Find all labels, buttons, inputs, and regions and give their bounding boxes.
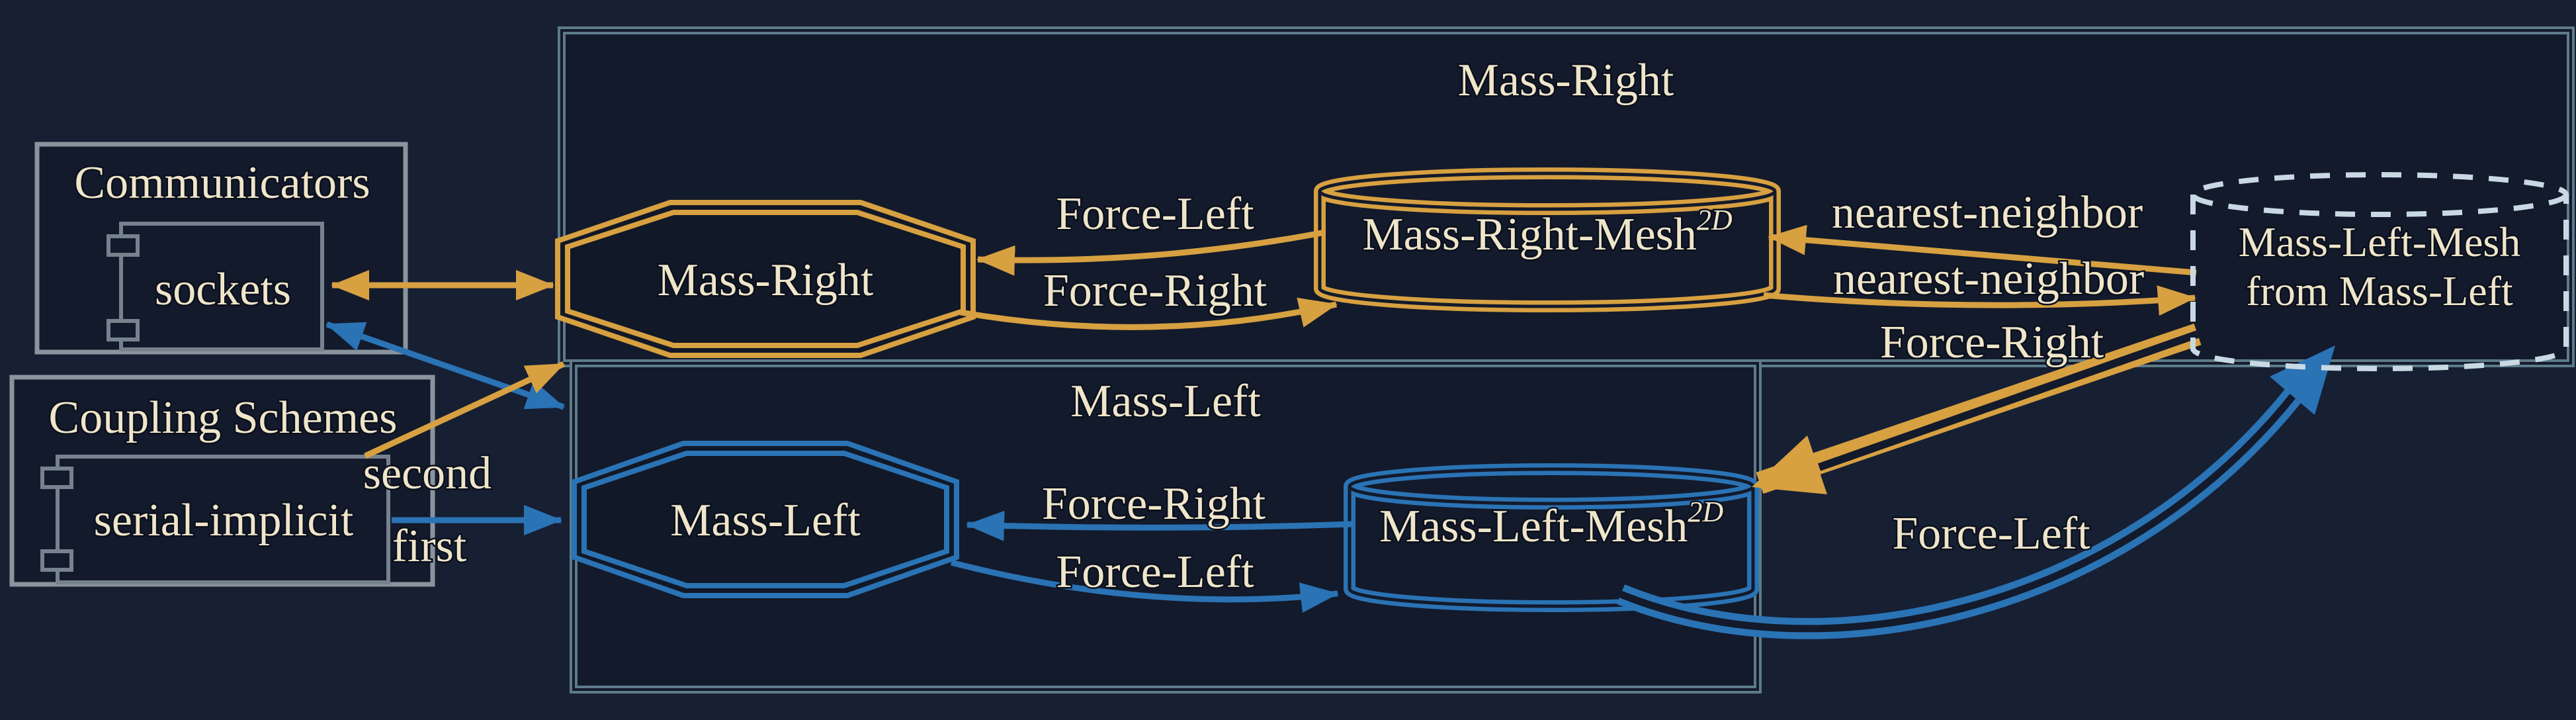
sockets-port-top-icon	[107, 234, 140, 257]
serial-implicit-port-top-icon	[40, 467, 73, 489]
force-right-bottom-label: Force-Right	[1042, 478, 1266, 529]
mass-right-mesh-dimension: 2D	[1697, 204, 1733, 236]
mass-left-mesh-dimension: 2D	[1688, 496, 1723, 528]
received-mesh-cylinder	[2190, 172, 2569, 371]
sockets-port-bottom-icon	[107, 319, 140, 341]
sockets-component-box	[119, 222, 324, 351]
force-right-write-arrow-top	[960, 297, 1338, 330]
mass-left-participant-title: Mass-Left	[1070, 376, 1261, 427]
mass-left-mesh-label: Mass-Left-Mesh2D	[1379, 496, 1724, 552]
nearest-neighbor-top-label: nearest-neighbor	[1832, 187, 2143, 238]
mass-right-mesh-label: Mass-Right-Mesh2D	[1362, 204, 1733, 260]
coupling-second-label: second	[363, 448, 492, 499]
communicators-title: Communicators	[74, 158, 370, 208]
sockets-label: sockets	[155, 264, 291, 315]
coupling-first-label: first	[392, 521, 467, 572]
coupling-schemes-title: Coupling Schemes	[49, 392, 398, 443]
mass-right-mesh-cylinder	[1314, 167, 1781, 312]
coupling-second-arrow	[364, 361, 565, 459]
serial-implicit-label: serial-implicit	[94, 495, 354, 546]
force-left-write-arrow-bottom	[950, 559, 1339, 613]
force-right-top-label: Force-Right	[1043, 265, 1267, 316]
mass-right-mesh-name: Mass-Right-Mesh	[1362, 209, 1697, 260]
mass-left-mesh-cylinder	[1344, 463, 1759, 612]
force-right-exchange-arrow	[1752, 323, 2202, 494]
mass-left-mesh-name: Mass-Left-Mesh	[1379, 501, 1688, 552]
serial-implicit-component-box	[56, 455, 390, 584]
nearest-neighbor-read-mapping-arrow	[1768, 224, 2197, 276]
force-left-exchange-label: Force-Left	[1892, 508, 2090, 559]
force-left-top-label: Force-Left	[1056, 189, 1254, 240]
received-mesh-label-line1: Mass-Left-Mesh	[2239, 218, 2521, 265]
mass-right-solver-octagon	[555, 200, 976, 358]
force-left-exchange-arrow	[1616, 345, 2335, 639]
nearest-neighbor-bottom-label: nearest-neighbor	[1833, 253, 2144, 304]
nearest-neighbor-write-mapping-arrow	[1763, 285, 2196, 316]
mass-left-solver-label: Mass-Left	[670, 495, 861, 546]
force-left-bottom-label: Force-Left	[1056, 547, 1254, 598]
serial-implicit-port-bottom-icon	[40, 549, 73, 572]
force-left-read-arrow-top	[976, 230, 1322, 276]
force-right-read-arrow-bottom	[966, 510, 1353, 541]
mass-right-solver-label: Mass-Right	[658, 255, 874, 306]
mass-right-participant-title: Mass-Right	[1458, 55, 1674, 106]
received-mesh-label-line2: from Mass-Left	[2246, 267, 2513, 314]
force-right-exchange-label: Force-Right	[1880, 317, 2104, 368]
mass-left-solver-octagon	[572, 441, 959, 598]
